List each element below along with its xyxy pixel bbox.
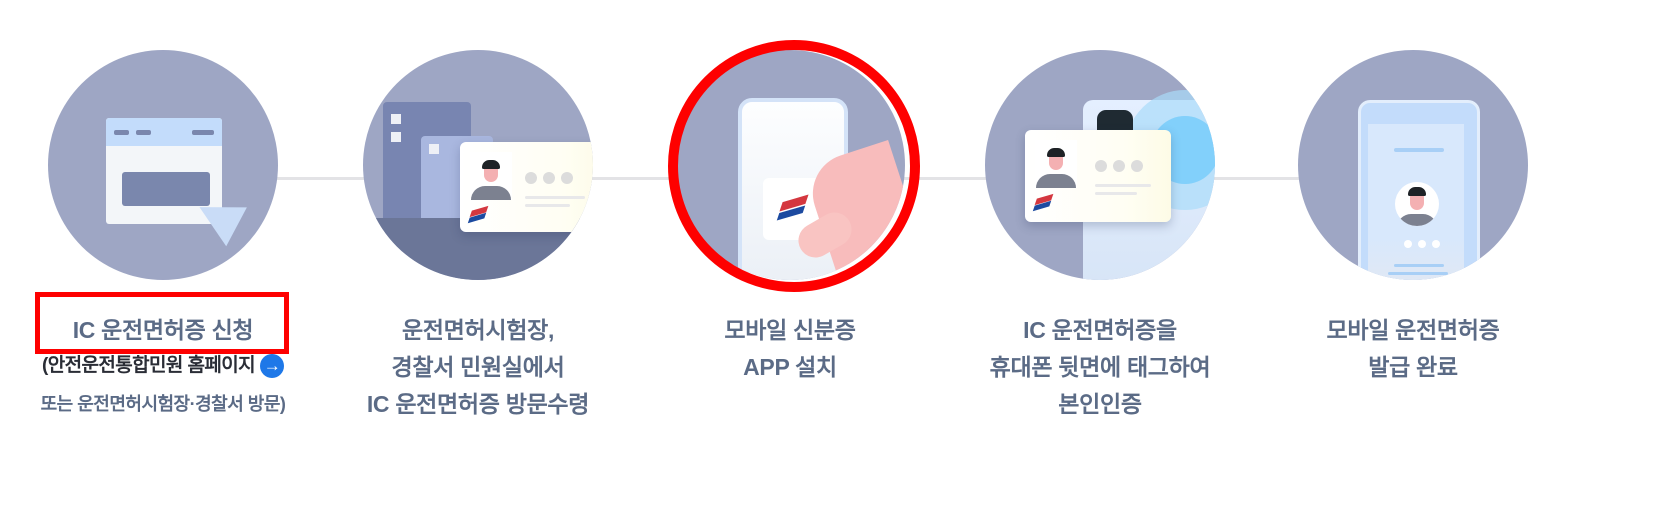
step-label: IC 운전면허증을 휴대폰 뒷면에 태그하여 본인인증 [940, 312, 1260, 423]
step-label: IC 운전면허증 신청 (안전운전통합민원 홈페이지→ 또는 운전면허시험장·경… [3, 312, 323, 419]
step-title-line: 경찰서 민원실에서 [391, 354, 565, 380]
step-title-line: 휴대폰 뒷면에 태그하여 [989, 354, 1211, 380]
step-title-line: 모바일 운전면허증 [1326, 317, 1500, 343]
homepage-link-text[interactable]: (안전운전통합민원 홈페이지 [42, 355, 256, 376]
step-title-line: 본인인증 [1058, 391, 1142, 417]
step-label: 운전면허시험장, 경찰서 민원실에서 IC 운전면허증 방문수령 [318, 312, 638, 423]
step-label: 모바일 운전면허증 발급 완료 [1253, 312, 1573, 386]
homepage-link[interactable]: (안전운전통합민원 홈페이지→ [3, 351, 323, 381]
nfc-card-tag-icon [985, 50, 1215, 280]
step-title-line: IC 운전면허증 방문수령 [366, 391, 590, 417]
highlight-box-apply [35, 292, 289, 354]
arrow-right-icon[interactable]: → [259, 353, 284, 378]
step-title-line: 발급 완료 [1368, 354, 1458, 380]
step-title-line: APP 설치 [743, 354, 837, 380]
step-label: 모바일 신분증 APP 설치 [630, 312, 950, 386]
browser-cursor-icon [48, 50, 278, 280]
step-title-line: 모바일 신분증 [724, 317, 856, 343]
highlight-ring-install [668, 40, 920, 292]
mobile-license-icon [1298, 50, 1528, 280]
step-note: 또는 운전면허시험장·경찰서 방문) [40, 394, 286, 414]
step-title-line: 운전면허시험장, [401, 317, 555, 343]
building-id-card-icon [363, 50, 593, 280]
step-title-line: IC 운전면허증을 [1023, 317, 1177, 343]
step-title: IC 운전면허증 신청 [72, 317, 254, 343]
